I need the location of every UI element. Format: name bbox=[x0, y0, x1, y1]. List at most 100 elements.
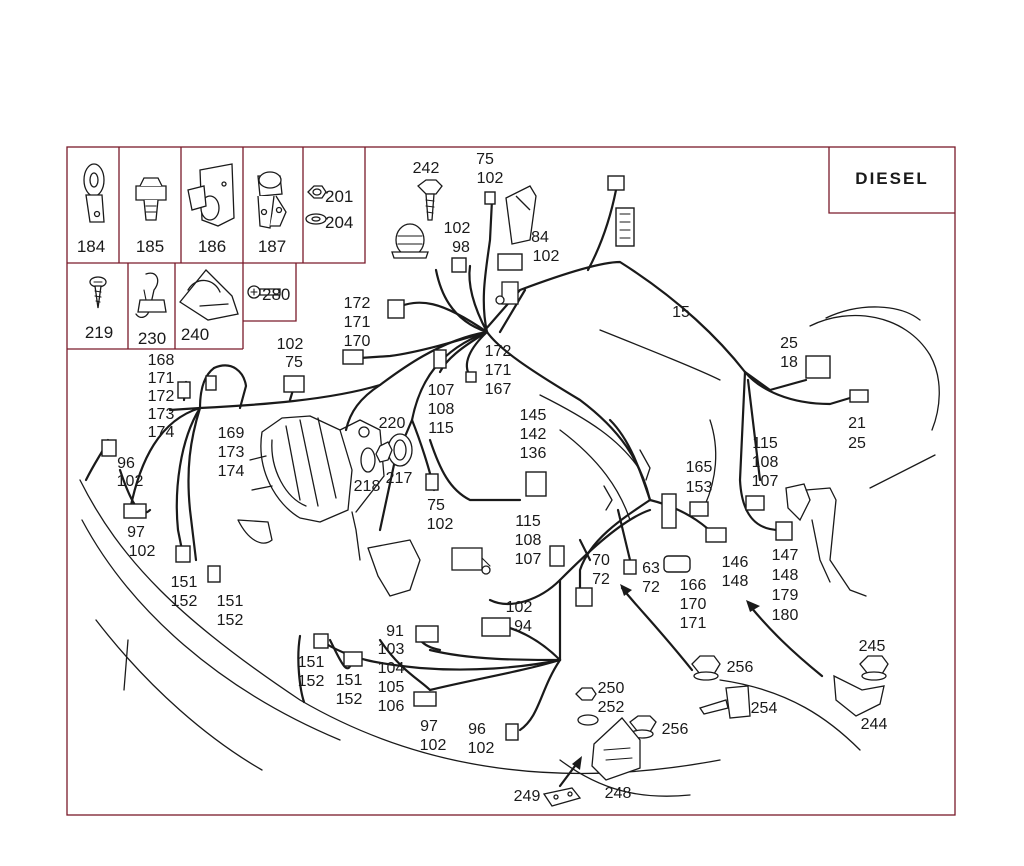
arrows bbox=[558, 584, 824, 788]
callout-217: 217 bbox=[386, 470, 413, 487]
combination-screw-icon bbox=[247, 285, 281, 299]
washer-icon bbox=[305, 213, 327, 225]
bolt-242-icon bbox=[417, 179, 443, 221]
callout-220: 220 bbox=[379, 415, 406, 432]
engine-block bbox=[237, 415, 421, 597]
callout-249: 249 bbox=[514, 788, 541, 805]
connector-168 bbox=[177, 381, 191, 399]
connector-103 bbox=[343, 651, 363, 667]
connector-18 bbox=[805, 355, 831, 379]
callout-256-a: 256 bbox=[727, 659, 754, 676]
legend-label-184: 184 bbox=[77, 237, 105, 256]
legend-label-230: 230 bbox=[138, 329, 166, 348]
connector-107-mid bbox=[549, 545, 565, 567]
connector-75-top bbox=[484, 191, 496, 205]
connector-63 bbox=[623, 559, 637, 575]
engine-compartment-line-art bbox=[79, 306, 940, 797]
connector-151-lower bbox=[313, 633, 329, 649]
connector-96-bottom bbox=[505, 723, 519, 741]
washer-252-icon bbox=[577, 714, 599, 726]
connector-107-right bbox=[745, 495, 765, 511]
bracket-244-icon bbox=[833, 674, 885, 717]
diesel-badge: DIESEL bbox=[828, 147, 955, 214]
legend-label-240: 240 bbox=[181, 325, 209, 344]
main-wiring-harness bbox=[84, 188, 852, 732]
connector-top-right-plug bbox=[607, 175, 625, 191]
self-tapping-screw-icon bbox=[89, 276, 107, 309]
connector-harness-clip bbox=[661, 493, 677, 529]
connector-166 bbox=[663, 555, 691, 573]
connector-75-mid bbox=[425, 473, 439, 491]
callout-248: 248 bbox=[605, 785, 632, 802]
relay-84-icon bbox=[505, 185, 537, 245]
legend-grid bbox=[67, 147, 366, 350]
pedal-bracket-icon bbox=[785, 483, 867, 597]
legend-label-187: 187 bbox=[258, 237, 286, 256]
bracket-254-icon bbox=[698, 685, 751, 719]
connector-91 bbox=[415, 625, 439, 643]
connector-21 bbox=[849, 389, 869, 403]
coupling-217-inner bbox=[393, 439, 407, 461]
callout-242: 242 bbox=[413, 160, 440, 177]
connector-94 bbox=[481, 617, 511, 637]
callout-254: 254 bbox=[751, 700, 778, 717]
connector-151-right bbox=[207, 565, 221, 583]
cable-holder-icon bbox=[135, 272, 167, 319]
connector-70 bbox=[575, 587, 593, 607]
connector-153 bbox=[689, 501, 709, 517]
connector-98 bbox=[451, 257, 467, 273]
nut-245-icon bbox=[859, 655, 889, 681]
connector-96-left bbox=[101, 439, 117, 457]
grommet-218 bbox=[360, 447, 376, 473]
retaining-clip-icon bbox=[135, 177, 167, 221]
nut-218 bbox=[375, 441, 393, 463]
legend-label-219: 219 bbox=[85, 323, 113, 342]
connector-multi-pin bbox=[615, 207, 635, 247]
sensor-actuator-icon bbox=[391, 223, 429, 259]
bracket-clip-icon bbox=[257, 171, 287, 229]
connector-107-top bbox=[433, 349, 447, 369]
connector-146 bbox=[705, 527, 727, 543]
solenoid-valve-icon bbox=[451, 547, 491, 575]
connector-170 bbox=[342, 349, 364, 365]
connector-75-left bbox=[283, 375, 305, 393]
connector-147 bbox=[775, 521, 793, 541]
callout-15: 15 bbox=[672, 304, 690, 321]
nut-256-upper-icon bbox=[691, 655, 721, 681]
connector-167 bbox=[465, 371, 477, 383]
holder-clip-icon bbox=[187, 163, 235, 227]
connector-97-bottom bbox=[413, 691, 437, 707]
callout-245: 245 bbox=[859, 638, 886, 655]
legend-label-280: 280 bbox=[262, 285, 290, 304]
callout-91: 91 bbox=[386, 623, 404, 640]
connector-171-small bbox=[205, 375, 217, 391]
hex-nut-icon bbox=[307, 185, 327, 199]
legend-label-185: 185 bbox=[136, 237, 164, 256]
callout-256-b: 256 bbox=[662, 721, 689, 738]
connector-102-relay bbox=[497, 253, 523, 271]
cable-strap-icon bbox=[179, 269, 239, 321]
connector-97-left bbox=[123, 503, 147, 519]
connector-172-block bbox=[387, 299, 405, 319]
